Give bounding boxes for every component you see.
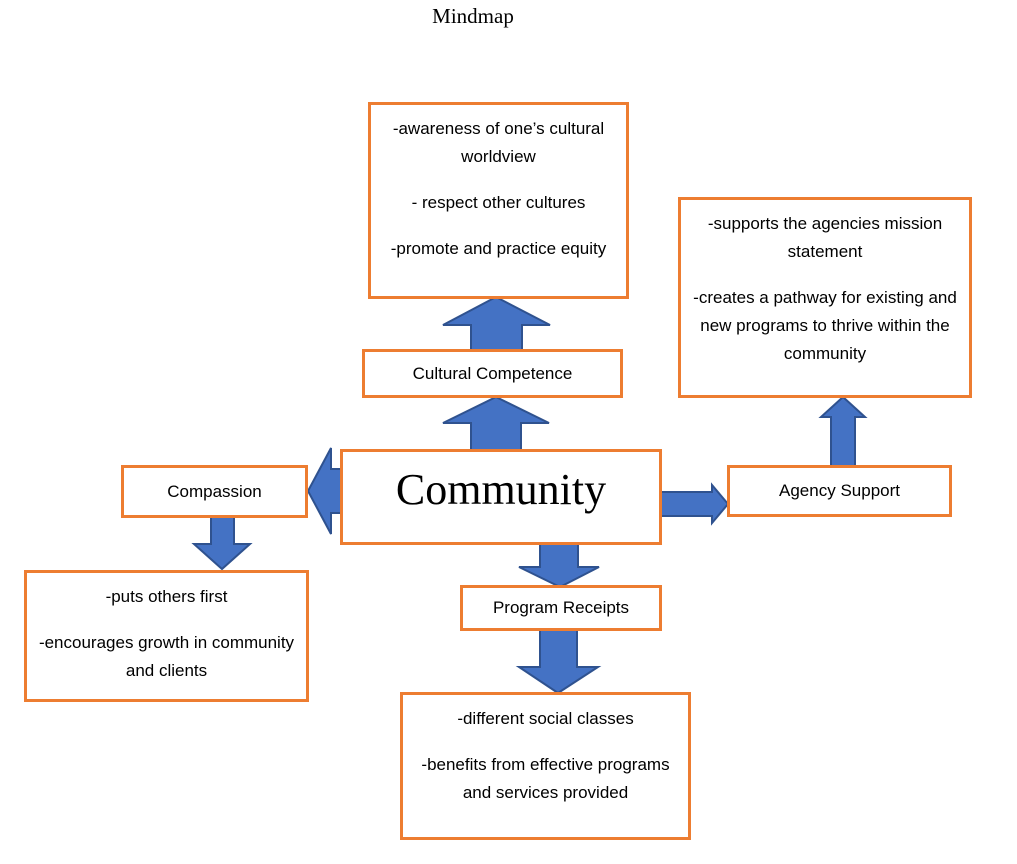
program-detail-social-classes: -different social classes <box>457 709 634 728</box>
compassion-node: Compassion <box>121 465 308 518</box>
agency-support-details-box: -supports the agencies mission statement… <box>678 197 972 398</box>
arrow-to-program-details <box>515 629 602 695</box>
compassion-label: Compassion <box>167 481 262 501</box>
compassion-detail-others-first: -puts others first <box>105 587 228 606</box>
arrow-to-cultural-details <box>442 295 551 353</box>
program-receipts-details-box: -different social classes -benefits from… <box>400 692 691 840</box>
arrow-to-cultural-competence <box>442 395 550 453</box>
arrow-to-agency-details <box>818 395 868 469</box>
compassion-details-box: -puts others first -encourages growth in… <box>24 570 309 702</box>
program-receipts-label: Program Receipts <box>492 598 630 617</box>
cultural-competence-label: Cultural Competence <box>412 363 573 383</box>
agency-support-label: Agency Support <box>779 481 900 500</box>
community-label: Community <box>395 465 607 514</box>
agency-support-node: Agency Support <box>727 465 952 517</box>
cultural-competence-node: Cultural Competence <box>362 349 623 398</box>
arrow-to-agency-support <box>659 482 730 526</box>
cultural-competence-details-box: -awareness of one’s cultural worldview -… <box>368 102 629 299</box>
cultural-detail-respect: - respect other cultures <box>411 193 586 212</box>
program-detail-benefits: -benefits from effective programs and se… <box>421 755 670 802</box>
agency-detail-mission: -supports the agencies mission statement <box>707 214 943 261</box>
arrow-to-program-receipts <box>518 543 600 589</box>
arrow-to-compassion <box>306 447 343 535</box>
program-receipts-node: Program Receipts <box>460 585 662 631</box>
page-title: Mindmap <box>432 4 514 28</box>
arrow-to-compassion-details <box>191 516 253 571</box>
agency-detail-pathway: -creates a pathway for existing and new … <box>693 288 957 363</box>
cultural-detail-equity: -promote and practice equity <box>390 239 607 258</box>
compassion-detail-growth: -encourages growth in community and clie… <box>38 633 295 680</box>
community-center-node: Community <box>340 449 662 545</box>
cultural-detail-awareness: -awareness of one’s cultural worldview <box>392 119 605 166</box>
